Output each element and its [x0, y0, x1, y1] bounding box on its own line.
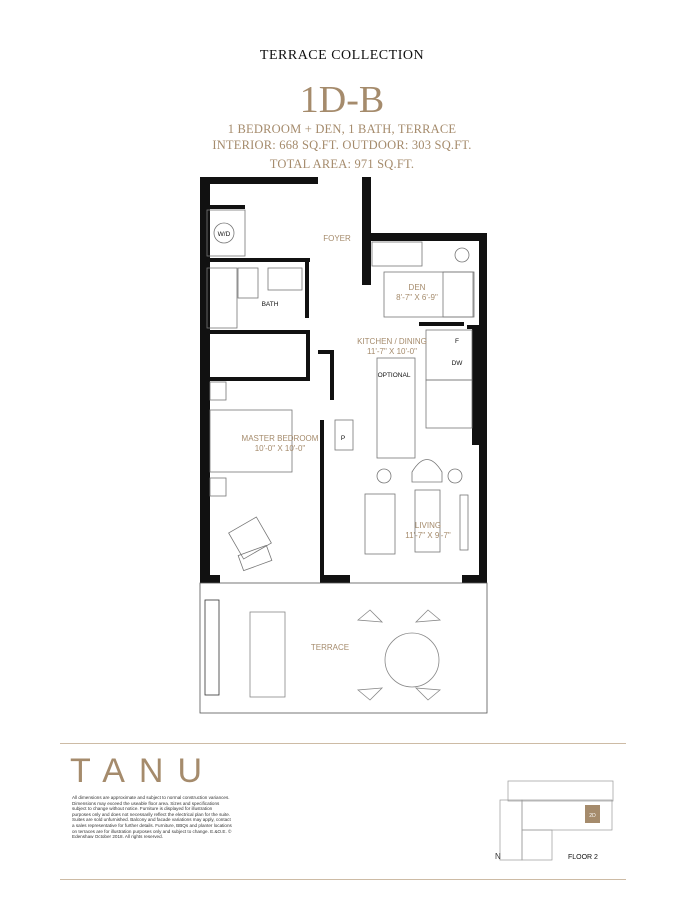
- terrace: [199, 582, 488, 714]
- floor-label: FLOOR 2: [568, 854, 598, 861]
- label-fridge: F: [455, 338, 459, 345]
- highlighted-unit: [585, 805, 600, 823]
- room-label-foyer: FOYER: [323, 234, 351, 243]
- collection-title: TERRACE COLLECTION: [259, 48, 425, 63]
- room-label-terrace: TERRACE: [311, 643, 349, 652]
- north-label: N: [495, 852, 501, 861]
- room-label-den: DEN: [409, 283, 426, 292]
- divider-top: [60, 743, 626, 744]
- label-optional: OPTIONAL: [378, 372, 411, 379]
- tanu-logo: TANU: [70, 752, 217, 790]
- room-label-living: LIVING: [415, 521, 441, 530]
- room-dim-living: 11'-7" X 9'-7": [405, 531, 451, 540]
- label-wd: W/D: [218, 231, 231, 238]
- unit-areas: INTERIOR: 668 SQ.FT. OUTDOOR: 303 SQ.FT.: [212, 138, 472, 152]
- unit-description: 1 BEDROOM + DEN, 1 BATH, TERRACE: [227, 122, 457, 136]
- key-plan: 2D N FLOOR 2: [495, 780, 614, 861]
- room-label-kitchen: KITCHEN / DINING: [357, 337, 427, 346]
- room-dim-master: 10'-0" X 10'-0": [255, 444, 306, 453]
- fixtures: [206, 209, 475, 572]
- disclaimer: All dimensions are approximate and subje…: [72, 795, 232, 840]
- divider-bottom: [60, 879, 626, 880]
- floor-plan: FOYER DEN 8'-7" X 6'-9" KITCHEN / DINING…: [199, 177, 488, 714]
- label-pantry: P: [341, 435, 345, 442]
- unit-total-area: TOTAL AREA: 971 SQ.FT.: [269, 157, 415, 171]
- room-label-master: MASTER BEDROOM: [242, 434, 319, 443]
- room-dim-kitchen: 11'-7" X 10'-0": [367, 347, 417, 356]
- walls: [200, 177, 487, 583]
- label-bath: BATH: [262, 301, 279, 308]
- highlighted-unit-label: 2D: [589, 813, 596, 819]
- label-dishwasher: DW: [452, 360, 464, 367]
- room-dim-den: 8'-7" X 6'-9": [396, 293, 438, 302]
- unit-name: 1D-B: [299, 79, 385, 121]
